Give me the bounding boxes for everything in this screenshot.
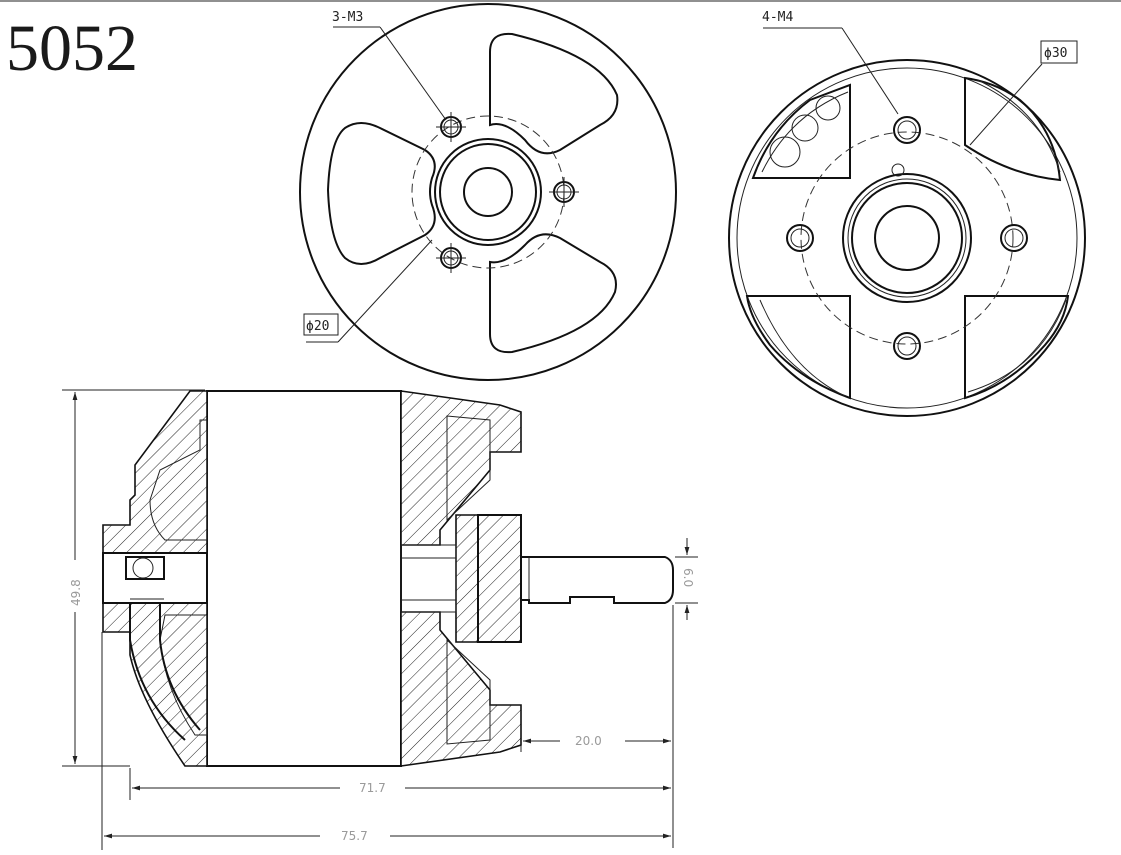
rear-hole-callout: 4-M4: [762, 10, 793, 25]
rear-view: [728, 27, 1086, 417]
body-length-dimension: 71.7: [359, 781, 386, 795]
rear-circle-callout: ϕ30: [1044, 46, 1067, 61]
shaft-length-dimension: 20.0: [575, 734, 602, 748]
shaft-diameter-dimension: 6.0: [681, 568, 695, 587]
front-circle-callout: ϕ20: [306, 319, 329, 334]
total-length-dimension: 75.7: [341, 829, 368, 843]
dimensions: [62, 389, 698, 850]
height-dimension: 49.8: [69, 579, 83, 606]
front-hole-callout: 3-M3: [332, 10, 363, 25]
side-section-view: [102, 390, 674, 767]
model-title: 5052: [6, 12, 138, 85]
front-view: [299, 3, 677, 381]
